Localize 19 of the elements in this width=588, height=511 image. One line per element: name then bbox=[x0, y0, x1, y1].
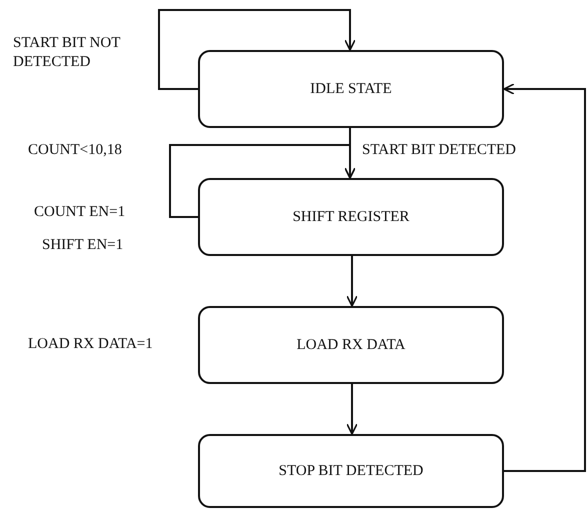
output-label: COUNT EN=1 bbox=[34, 203, 126, 222]
arrow bbox=[503, 83, 586, 472]
state-box bbox=[198, 178, 504, 256]
state-box bbox=[198, 306, 504, 384]
state-label: STOP BIT DETECTED bbox=[278, 462, 424, 481]
output-label: LOAD RX DATA=1 bbox=[28, 335, 153, 354]
state-label: LOAD RX DATA bbox=[296, 336, 406, 355]
state-box bbox=[198, 434, 504, 508]
state-box bbox=[198, 50, 504, 128]
arrow bbox=[158, 9, 356, 90]
edge-label: COUNT<10,18 bbox=[28, 141, 123, 160]
output-label: SHIFT EN=1 bbox=[42, 236, 124, 255]
state-label: IDLE STATE bbox=[310, 80, 392, 99]
edge-label: START BIT DETECTED bbox=[362, 141, 518, 160]
arrow bbox=[169, 144, 356, 218]
state-label: SHIFT REGISTER bbox=[292, 208, 410, 227]
arrow bbox=[346, 256, 358, 307]
arrow bbox=[346, 384, 358, 435]
edge-label: START BIT NOT DETECTED bbox=[13, 34, 122, 72]
